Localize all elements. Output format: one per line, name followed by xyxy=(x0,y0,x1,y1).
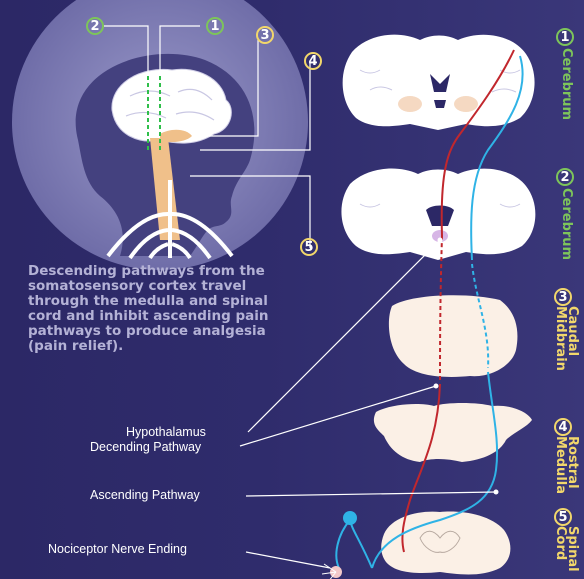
section-3-number: 3 xyxy=(554,288,572,306)
section-2-label: Cerebrum xyxy=(560,188,573,260)
descending-pathway-label: Decending Pathway xyxy=(90,440,201,454)
section-5-label-line2: Cord xyxy=(554,526,567,560)
description-text: Descending pathways from the somatosenso… xyxy=(28,264,298,354)
callout-3-badge: 3 xyxy=(256,26,274,44)
section-1-number: 1 xyxy=(556,28,574,46)
section-1-cerebrum-slice xyxy=(343,35,535,130)
section-4-label-line2: Medulla xyxy=(554,436,567,494)
section-1-label: Cerebrum xyxy=(560,48,573,120)
section-5-number: 5 xyxy=(554,508,572,526)
callout-5-badge: 5 xyxy=(300,238,318,256)
section-2-cerebrum-slice xyxy=(341,169,535,260)
section-3-label-line2: Midbrain xyxy=(554,306,567,371)
section-3-midbrain-slice xyxy=(389,295,518,377)
hypothalamus-label: Hypothalamus xyxy=(126,425,206,439)
section-5-spinalcord-slice xyxy=(381,512,510,575)
section-2-number: 2 xyxy=(556,168,574,186)
ascending-pathway-label: Ascending Pathway xyxy=(90,488,200,502)
nociceptor-nerve-ending xyxy=(322,511,357,579)
section-4-medulla-slice xyxy=(374,403,532,462)
section-4-number: 4 xyxy=(554,418,572,436)
callout-2-badge: 2 xyxy=(86,17,104,35)
callout-1-badge: 1 xyxy=(206,17,224,35)
nociceptor-label: Nociceptor Nerve Ending xyxy=(48,542,187,556)
callout-4-badge: 4 xyxy=(304,52,322,70)
